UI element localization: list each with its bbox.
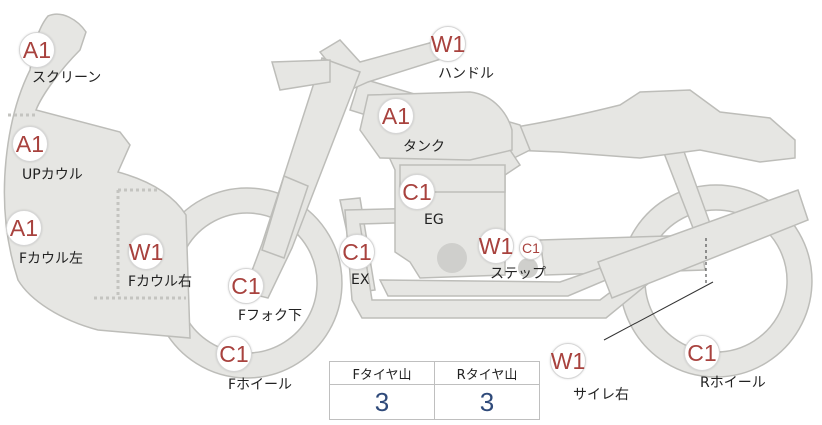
tire-tread-value-row: 3 3 <box>329 384 540 420</box>
silencer-right-grade-badge[interactable]: W1 <box>550 343 586 379</box>
handle-label: ハンドル <box>438 66 494 82</box>
f-wheel-label: Fホイール <box>228 377 293 393</box>
silencer-shape <box>597 189 809 299</box>
tire-tread-header-row: Fタイヤ山 Rタイヤ山 <box>329 361 540 385</box>
f-cowl-left-grade-badge[interactable]: A1 <box>6 210 42 246</box>
tank-label: タンク <box>403 139 445 155</box>
f-fork-lower-label: Fフォク下 <box>238 308 303 324</box>
cowl-divider-mid <box>116 188 158 296</box>
engine-grade-badge[interactable]: C1 <box>399 174 435 210</box>
f-wheel-grade-badge[interactable]: C1 <box>216 336 252 372</box>
silencer-leader-line <box>603 281 714 341</box>
fork-lower-shape <box>261 174 309 259</box>
tank-grade-badge[interactable]: A1 <box>378 98 414 134</box>
step-grade-badge[interactable]: W1 <box>478 228 514 264</box>
screen-grade-badge[interactable]: A1 <box>19 32 55 68</box>
f-fork-lower-grade-badge[interactable]: C1 <box>228 268 264 304</box>
rear-tread-value: 3 <box>434 384 540 420</box>
rear-tread-header: Rタイヤ山 <box>434 361 540 385</box>
exhaust-grade-badge[interactable]: C1 <box>339 234 375 270</box>
step-label: ステップ <box>490 266 546 282</box>
f-cowl-left-label: Fカウル左 <box>19 251 84 267</box>
engine-cover-shape <box>437 243 467 273</box>
up-cowl-grade-badge[interactable]: A1 <box>12 126 48 162</box>
f-cowl-right-label: Fカウル右 <box>128 274 193 290</box>
exhaust-label: EX <box>351 272 370 288</box>
engine-label: EG <box>424 212 444 228</box>
handle-grade-badge[interactable]: W1 <box>430 26 466 62</box>
seat-shape <box>509 89 796 163</box>
r-wheel-grade-badge[interactable]: C1 <box>684 335 720 371</box>
screen-label: スクリーン <box>32 70 102 86</box>
silencer-right-label: サイレ右 <box>573 387 629 403</box>
step-extra-grade-badge[interactable]: C1 <box>519 236 543 260</box>
tire-tread-table: Fタイヤ山 Rタイヤ山 3 3 <box>329 361 540 420</box>
step-peg-shape <box>518 258 538 278</box>
r-wheel-label: Rホイール <box>700 375 766 391</box>
f-cowl-right-grade-badge[interactable]: W1 <box>128 234 164 270</box>
front-tread-header: Fタイヤ山 <box>329 361 435 385</box>
fork-upper-shape <box>271 59 331 91</box>
front-tread-value: 3 <box>329 384 435 420</box>
up-cowl-label: UPカウル <box>22 167 83 183</box>
